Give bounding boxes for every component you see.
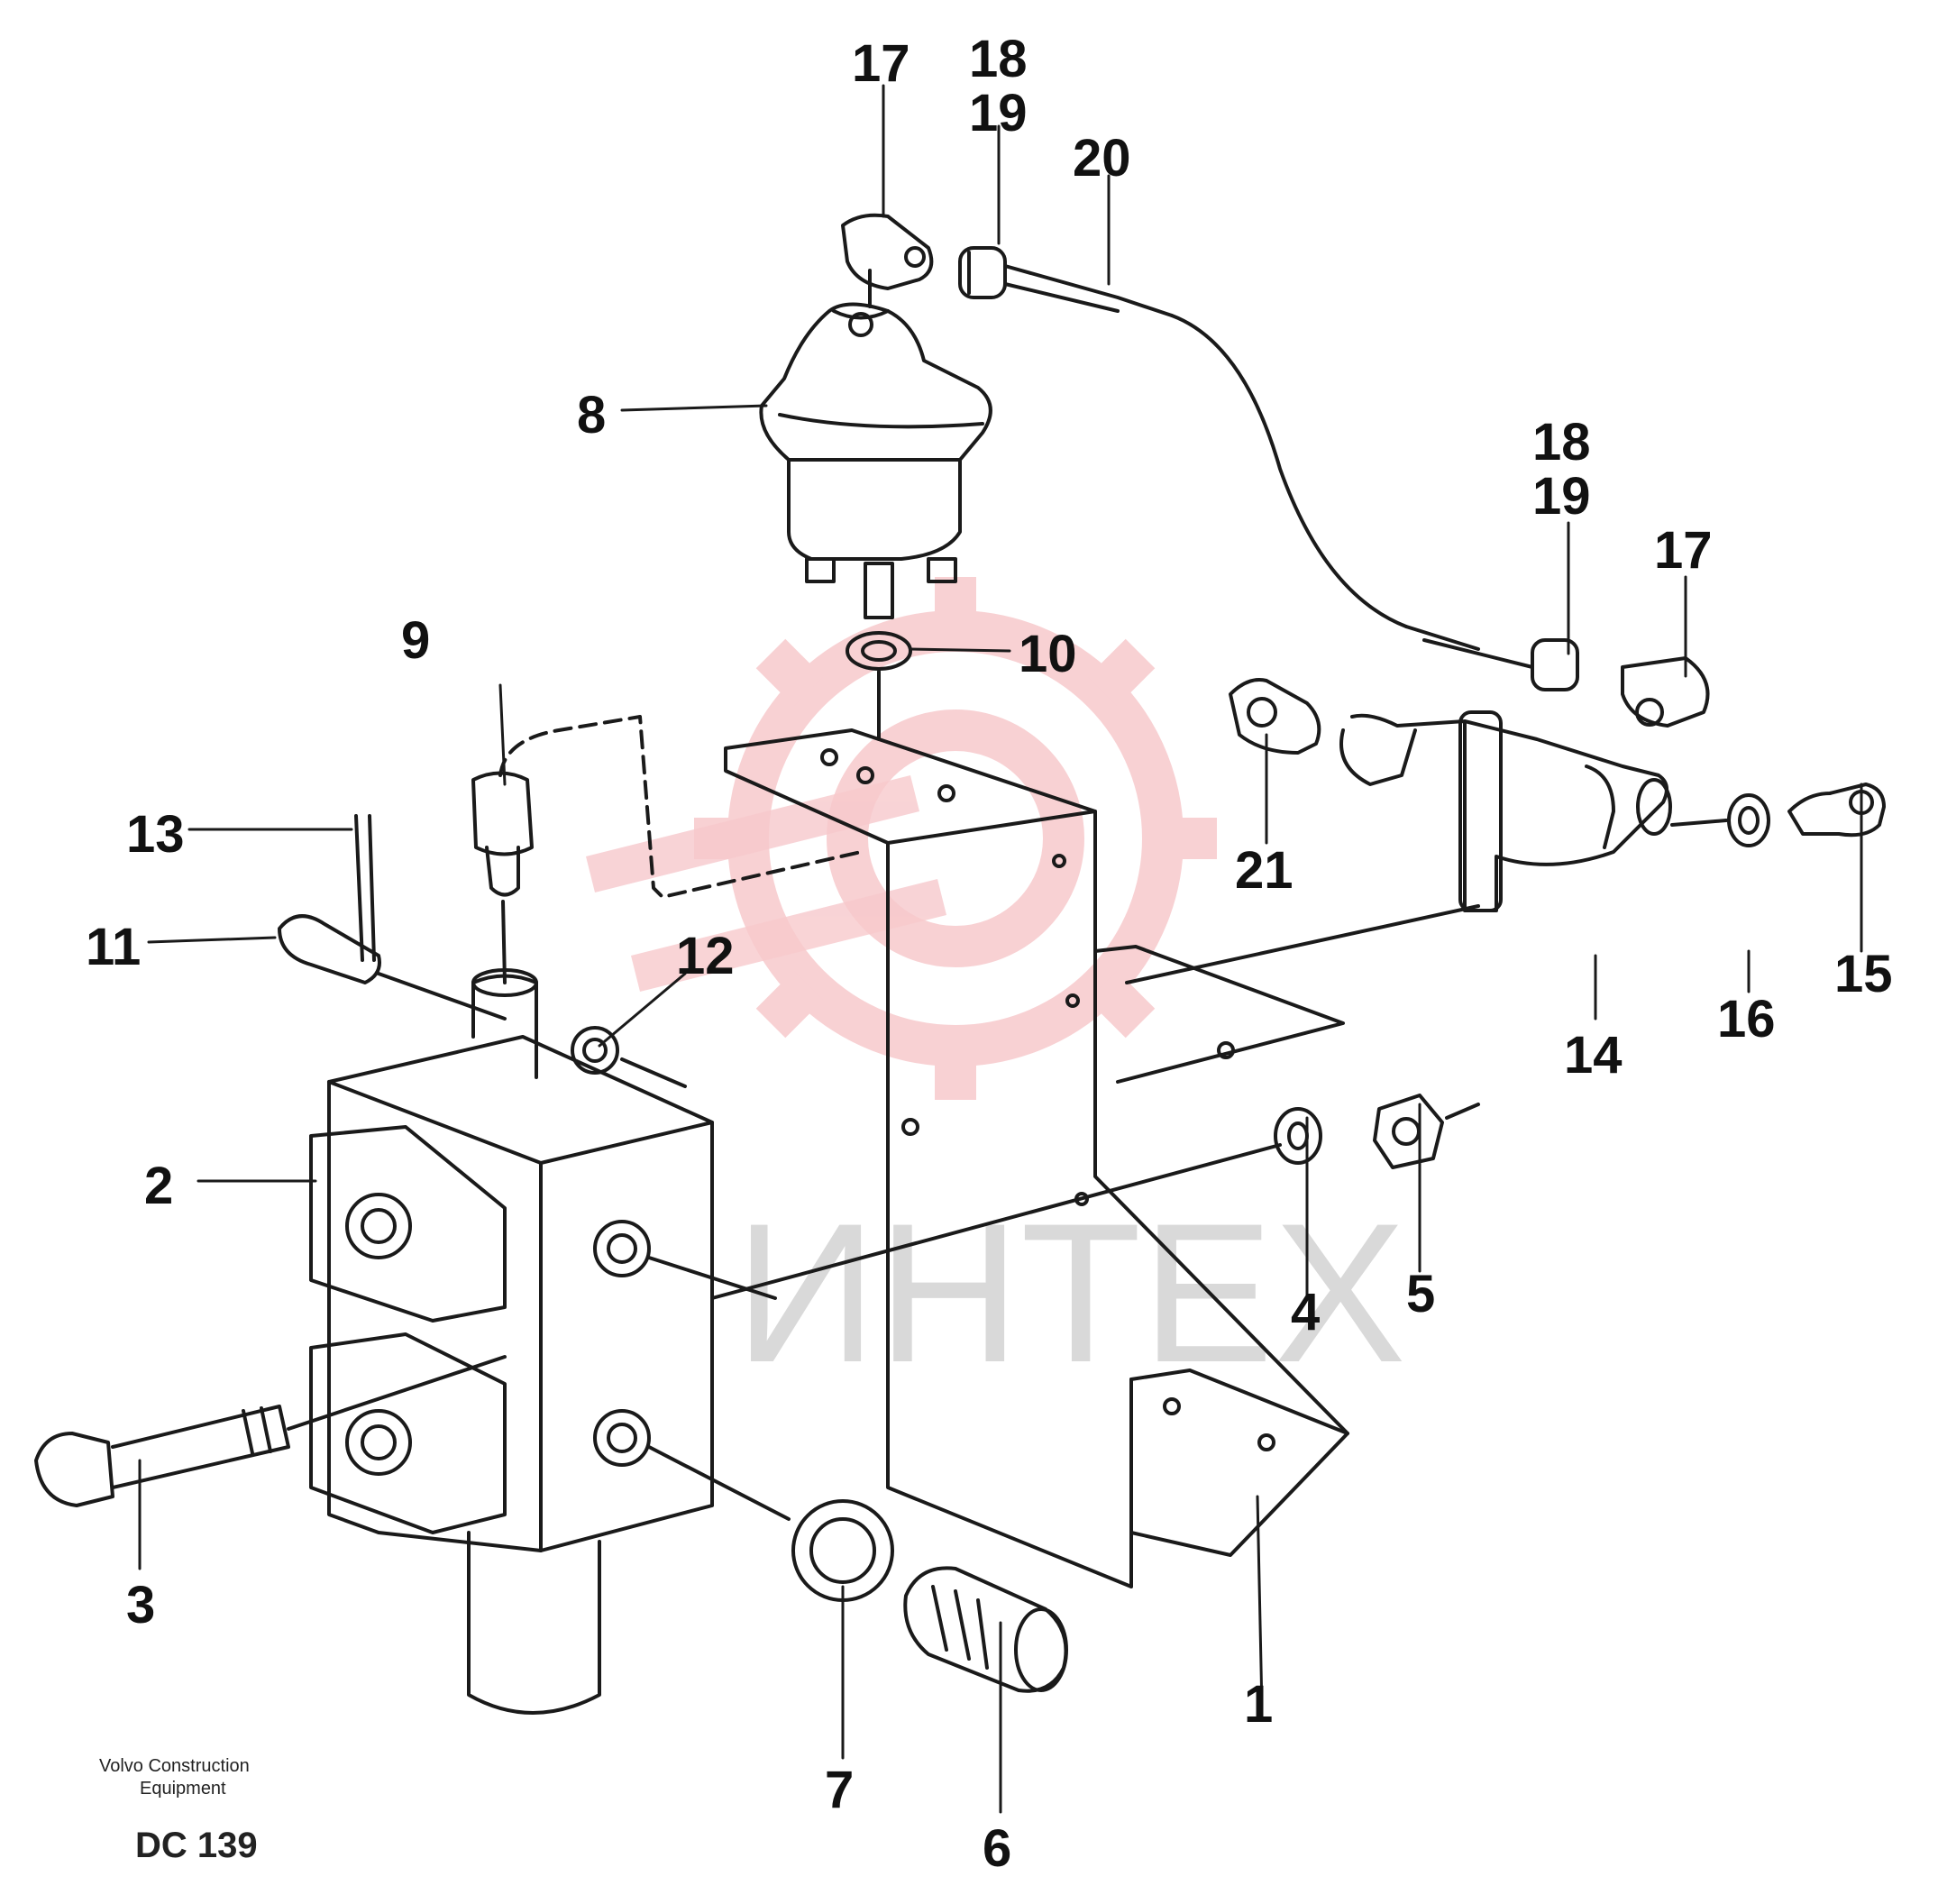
part-12-nut: [571, 1026, 687, 1088]
label-12: 12: [676, 927, 735, 985]
watermark-gear-logo: [694, 577, 1217, 1100]
leader-lines: [138, 84, 1863, 1814]
part-15-screw: [1670, 783, 1886, 838]
label-6: 6: [983, 1819, 1011, 1878]
part-16-washer: [1727, 793, 1770, 847]
label-21: 21: [1235, 841, 1294, 900]
label-4: 4: [1291, 1283, 1320, 1341]
part-7-seal: [791, 1499, 894, 1602]
part-17-elbow-right: [1621, 656, 1710, 728]
part-5-nut: [1373, 1094, 1480, 1169]
label-17-right: 17: [1654, 521, 1713, 580]
label-15: 15: [1834, 945, 1893, 1003]
label-20: 20: [1073, 129, 1131, 188]
label-19-right: 19: [1532, 467, 1591, 526]
label-16: 16: [1717, 990, 1776, 1048]
label-19-top: 19: [969, 84, 1028, 142]
label-13: 13: [126, 805, 185, 864]
part-6-plug: [903, 1566, 1068, 1693]
label-8: 8: [577, 386, 606, 444]
caption-block: Volvo Construction Equipment DC 139: [99, 1756, 258, 1865]
watermark-arrows: [586, 775, 946, 992]
watermark-text: ИНТЕХ: [735, 1182, 1406, 1404]
caption-line2: Equipment: [140, 1779, 226, 1799]
part-13-pin: [354, 814, 376, 962]
part-21-fitting: [1229, 678, 1321, 755]
part-17-elbow-top: [841, 213, 934, 308]
dashed-pipe: [498, 715, 863, 899]
part-18-19-nut-right: [1531, 638, 1579, 691]
part-9-connector: [471, 771, 534, 984]
part-20-pipe: [1003, 264, 1534, 669]
label-1: 1: [1244, 1675, 1273, 1734]
label-2: 2: [144, 1157, 173, 1215]
label-5: 5: [1406, 1265, 1435, 1323]
label-3: 3: [126, 1576, 155, 1634]
label-11: 11: [86, 918, 141, 976]
label-14: 14: [1564, 1026, 1623, 1085]
caption-line1: Volvo Construction: [99, 1756, 250, 1776]
part-1-bracket: [724, 728, 1349, 1588]
label-9: 9: [401, 611, 430, 670]
part-8-chamber: [759, 302, 992, 619]
drawing-code: DC 139: [135, 1826, 258, 1865]
part-11-screw: [278, 914, 507, 1021]
drawing: [34, 84, 1886, 1814]
label-17-top: 17: [852, 34, 910, 93]
part-18-19-nut-top: [958, 246, 1007, 299]
part-14-valve: [1125, 710, 1672, 984]
label-18-top: 18: [969, 30, 1028, 88]
label-18-right: 18: [1532, 413, 1591, 471]
label-7: 7: [825, 1761, 854, 1819]
part-3-bolt: [34, 1355, 507, 1507]
part-10-nut: [846, 631, 912, 741]
part-4-washer: [1274, 1107, 1322, 1165]
part-labels: 17 18 19 20 8 18 19 17 9 10 21 13 11 12 …: [86, 30, 1893, 1878]
part-2-valve-block: [309, 968, 1282, 1715]
label-10: 10: [1019, 625, 1077, 683]
